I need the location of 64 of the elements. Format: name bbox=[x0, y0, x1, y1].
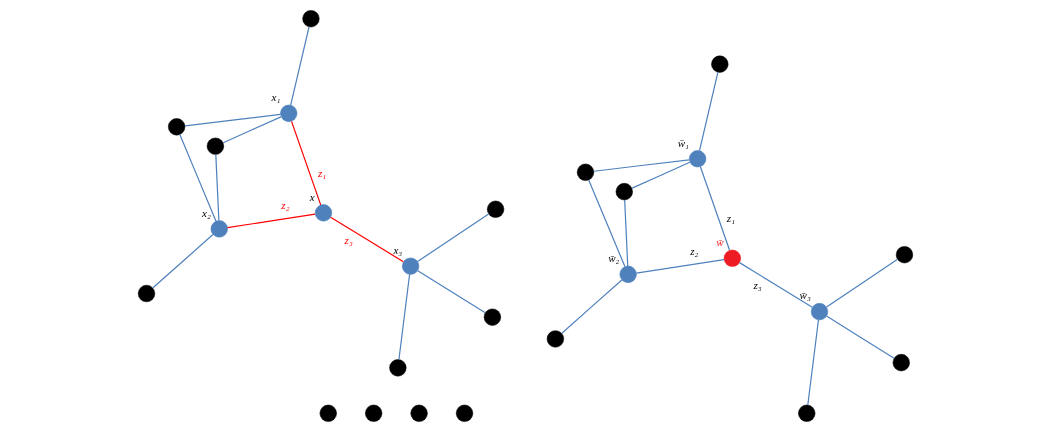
node-circle bbox=[455, 404, 473, 422]
edge-label: z₂ bbox=[689, 244, 698, 257]
edge-label: z₃ bbox=[752, 279, 762, 292]
node-label: w̄₂ bbox=[607, 252, 619, 265]
node-circle bbox=[167, 118, 185, 136]
connector bbox=[825, 258, 898, 308]
node-circle bbox=[576, 163, 594, 181]
node-label: x₁ bbox=[271, 91, 280, 104]
connector bbox=[151, 233, 214, 289]
node-circle bbox=[723, 249, 741, 267]
node-circle bbox=[895, 246, 913, 264]
connector bbox=[631, 161, 690, 189]
connector bbox=[560, 279, 622, 334]
node-circle bbox=[388, 359, 406, 377]
connector bbox=[290, 120, 321, 206]
node-circle bbox=[810, 303, 828, 321]
connector bbox=[416, 270, 486, 314]
connector bbox=[623, 199, 628, 267]
node-circle bbox=[710, 55, 728, 73]
connector bbox=[699, 166, 730, 251]
node-circle bbox=[619, 265, 637, 283]
node-label: x₂ bbox=[201, 206, 211, 219]
node-circle bbox=[486, 200, 504, 218]
connector bbox=[806, 319, 819, 406]
node-circle bbox=[364, 404, 382, 422]
connector bbox=[329, 216, 404, 263]
node-circle bbox=[401, 257, 419, 275]
node-label: w̄ bbox=[715, 236, 724, 249]
connector bbox=[183, 113, 281, 127]
node-circle bbox=[688, 150, 706, 168]
connector bbox=[587, 179, 625, 268]
node-circle bbox=[279, 104, 297, 122]
node-circle bbox=[546, 330, 564, 348]
connector bbox=[825, 315, 895, 359]
connector bbox=[222, 116, 282, 144]
node-circle bbox=[206, 137, 224, 155]
node-label: w̄₁ bbox=[677, 136, 689, 149]
connector bbox=[416, 213, 489, 263]
node-circle bbox=[410, 404, 428, 422]
node-circle bbox=[137, 284, 155, 303]
edge-label: z₁ bbox=[726, 212, 735, 225]
node-circle bbox=[615, 183, 633, 201]
connector bbox=[592, 159, 690, 172]
connector bbox=[397, 273, 410, 361]
connector bbox=[178, 133, 217, 222]
connector bbox=[214, 154, 219, 222]
node-circle bbox=[797, 404, 815, 422]
edge-label: z₁ bbox=[317, 166, 326, 179]
connector bbox=[698, 71, 718, 152]
node-circle bbox=[319, 404, 337, 422]
node-circle bbox=[314, 204, 332, 222]
edge-label: z₃ bbox=[344, 233, 353, 246]
connector bbox=[226, 213, 316, 229]
node-label: x bbox=[309, 190, 315, 203]
connector bbox=[738, 262, 813, 308]
connector bbox=[289, 26, 310, 106]
node-circle bbox=[301, 10, 320, 28]
node-circle bbox=[210, 220, 228, 238]
connector bbox=[635, 258, 725, 274]
edge-label: z₂ bbox=[280, 199, 289, 212]
node-circle bbox=[892, 354, 910, 372]
node-label: x₃ bbox=[392, 244, 402, 257]
node-circle bbox=[483, 308, 501, 326]
node-label: w̄₃ bbox=[799, 289, 811, 302]
